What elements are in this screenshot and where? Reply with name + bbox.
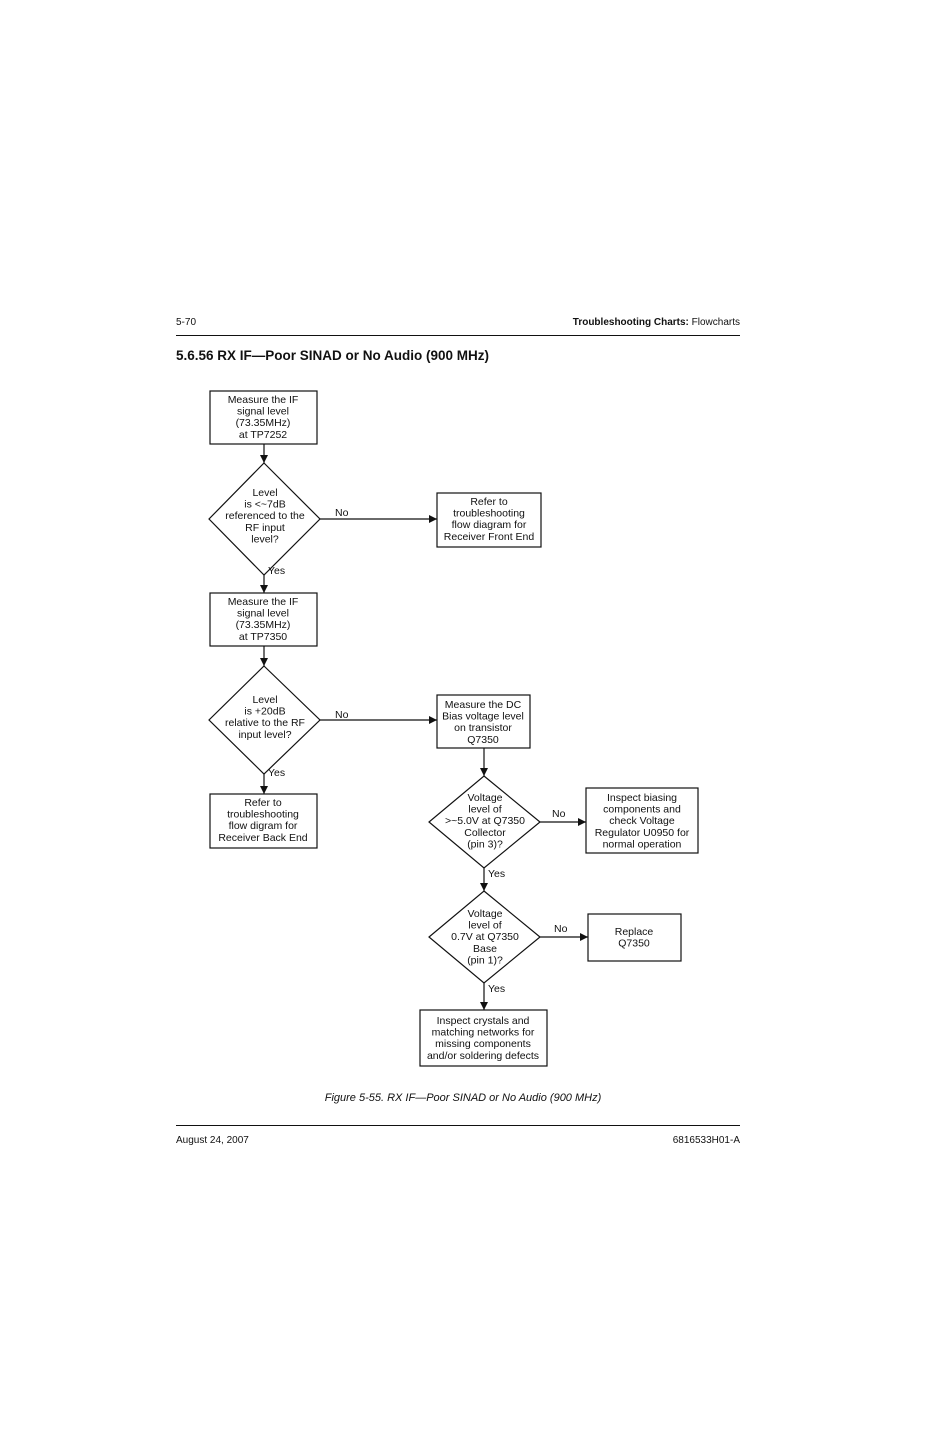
refer-back-end-text-line-4: Receiver Back End [218, 832, 307, 844]
level-decision-2-text-line-4: input level? [238, 729, 291, 741]
measure-if-2-text-line-4: at TP7350 [239, 631, 287, 643]
inspect-biasing-text-line-5: normal operation [603, 838, 682, 850]
inspect-biasing-text-line-2: components and [603, 804, 681, 816]
refer-front-end-text-line-4: Receiver Front End [444, 531, 535, 543]
page-number: 5-70 [176, 317, 197, 328]
voltage-decision-2-text-line-5: (pin 1)? [467, 954, 503, 966]
voltage-decision-1-text-line-1: Voltage [467, 792, 502, 804]
level-decision-1-text-line-1: Level [252, 487, 277, 499]
measure-if-1-text-line-2: signal level [237, 406, 289, 418]
level-decision-2-text-line-1: Level [252, 694, 277, 706]
voltage-decision-1-text-line-5: (pin 3)? [467, 838, 503, 850]
refer-front-end-text-line-1: Refer to [470, 496, 508, 508]
measure-if-1-text-line-1: Measure the IF [228, 394, 299, 406]
inspect-biasing-text-line-4: Regulator U0950 for [595, 827, 690, 839]
level-decision-1-text-line-2: is <~7dB [244, 499, 285, 511]
voltage-decision-1-text-line-4: Collector [464, 827, 506, 839]
refer-front-end-text-line-2: troubleshooting [453, 508, 525, 520]
footer-date: August 24, 2007 [176, 1135, 249, 1146]
level-decision-1-text-line-3: referenced to the [225, 510, 305, 522]
voltage-decision-2-text-line-2: level of [468, 920, 501, 932]
level-decision-1-text-line-4: RF input [245, 522, 285, 534]
edge-label-yes-3: Yes [488, 868, 505, 880]
voltage-decision-2-text-line-1: Voltage [467, 908, 502, 920]
voltage-decision-1-text-line-2: level of [468, 804, 501, 816]
chapter-title-rest: Flowcharts [688, 317, 740, 328]
edge-label-yes-4: Yes [488, 983, 505, 995]
edge-label-no-1: No [335, 507, 349, 519]
replace-q7350-text-line-2: Q7350 [618, 938, 650, 950]
footer-doc-number: 6816533H01-A [672, 1135, 740, 1146]
measure-if-2-text-line-3: (73.35MHz) [236, 619, 291, 631]
refer-back-end-text-line-2: troubleshooting [227, 809, 299, 821]
inspect-crystals-text-line-3: missing components [435, 1038, 531, 1050]
refer-back-end-text-line-1: Refer to [244, 797, 282, 809]
chapter-title-bold: Troubleshooting Charts: [572, 317, 689, 328]
voltage-decision-2-text-line-4: Base [473, 943, 497, 955]
level-decision-2-text-line-3: relative to the RF [225, 717, 305, 729]
measure-dc-bias-text-line-4: Q7350 [467, 734, 499, 746]
footer-rule [176, 1125, 740, 1126]
refer-back-end-text-line-3: flow digram for [229, 820, 298, 832]
edge-label-no-3: No [552, 808, 566, 820]
edge-label-no-2: No [335, 709, 349, 721]
edge-label-yes-2: Yes [268, 767, 285, 779]
level-decision-2-text-line-2: is +20dB [244, 706, 285, 718]
measure-if-2-text-line-2: signal level [237, 608, 289, 620]
inspect-crystals-text-line-2: matching networks for [432, 1027, 535, 1039]
voltage-decision-1-text-line-3: >~5.0V at Q7350 [445, 815, 525, 827]
edge-label-no-4: No [554, 923, 568, 935]
figure-caption: Figure 5-55. RX IF—Poor SINAD or No Audi… [324, 1092, 602, 1104]
level-decision-1-text-line-5: level? [251, 533, 279, 545]
measure-dc-bias-text-line-3: on transistor [454, 722, 512, 734]
refer-front-end-text-line-3: flow diagram for [452, 519, 527, 531]
voltage-decision-2-text-line-3: 0.7V at Q7350 [451, 931, 519, 943]
header-rule [176, 335, 740, 336]
measure-if-1-text-line-3: (73.35MHz) [236, 417, 291, 429]
measure-if-2-text-line-1: Measure the IF [228, 596, 299, 608]
measure-if-1-text-line-4: at TP7252 [239, 429, 287, 441]
inspect-crystals-text-line-4: and/or soldering defects [427, 1050, 539, 1062]
section-title: 5.6.56 RX IF—Poor SINAD or No Audio (900… [176, 348, 490, 363]
inspect-biasing-text-line-1: Inspect biasing [607, 792, 677, 804]
chapter-title: Troubleshooting Charts: Flowcharts [573, 317, 740, 328]
inspect-biasing-box [585, 787, 699, 854]
measure-dc-bias-text-line-1: Measure the DC [445, 699, 522, 711]
refer-front-end-box [436, 492, 542, 548]
inspect-crystals-text-line-1: Inspect crystals and [437, 1015, 530, 1027]
measure-dc-bias-text-line-2: Bias voltage level [442, 711, 524, 723]
replace-q7350-text-line-1: Replace [615, 926, 654, 938]
edge-label-yes-1: Yes [268, 565, 285, 577]
inspect-biasing-text-line-3: check Voltage [609, 815, 675, 827]
